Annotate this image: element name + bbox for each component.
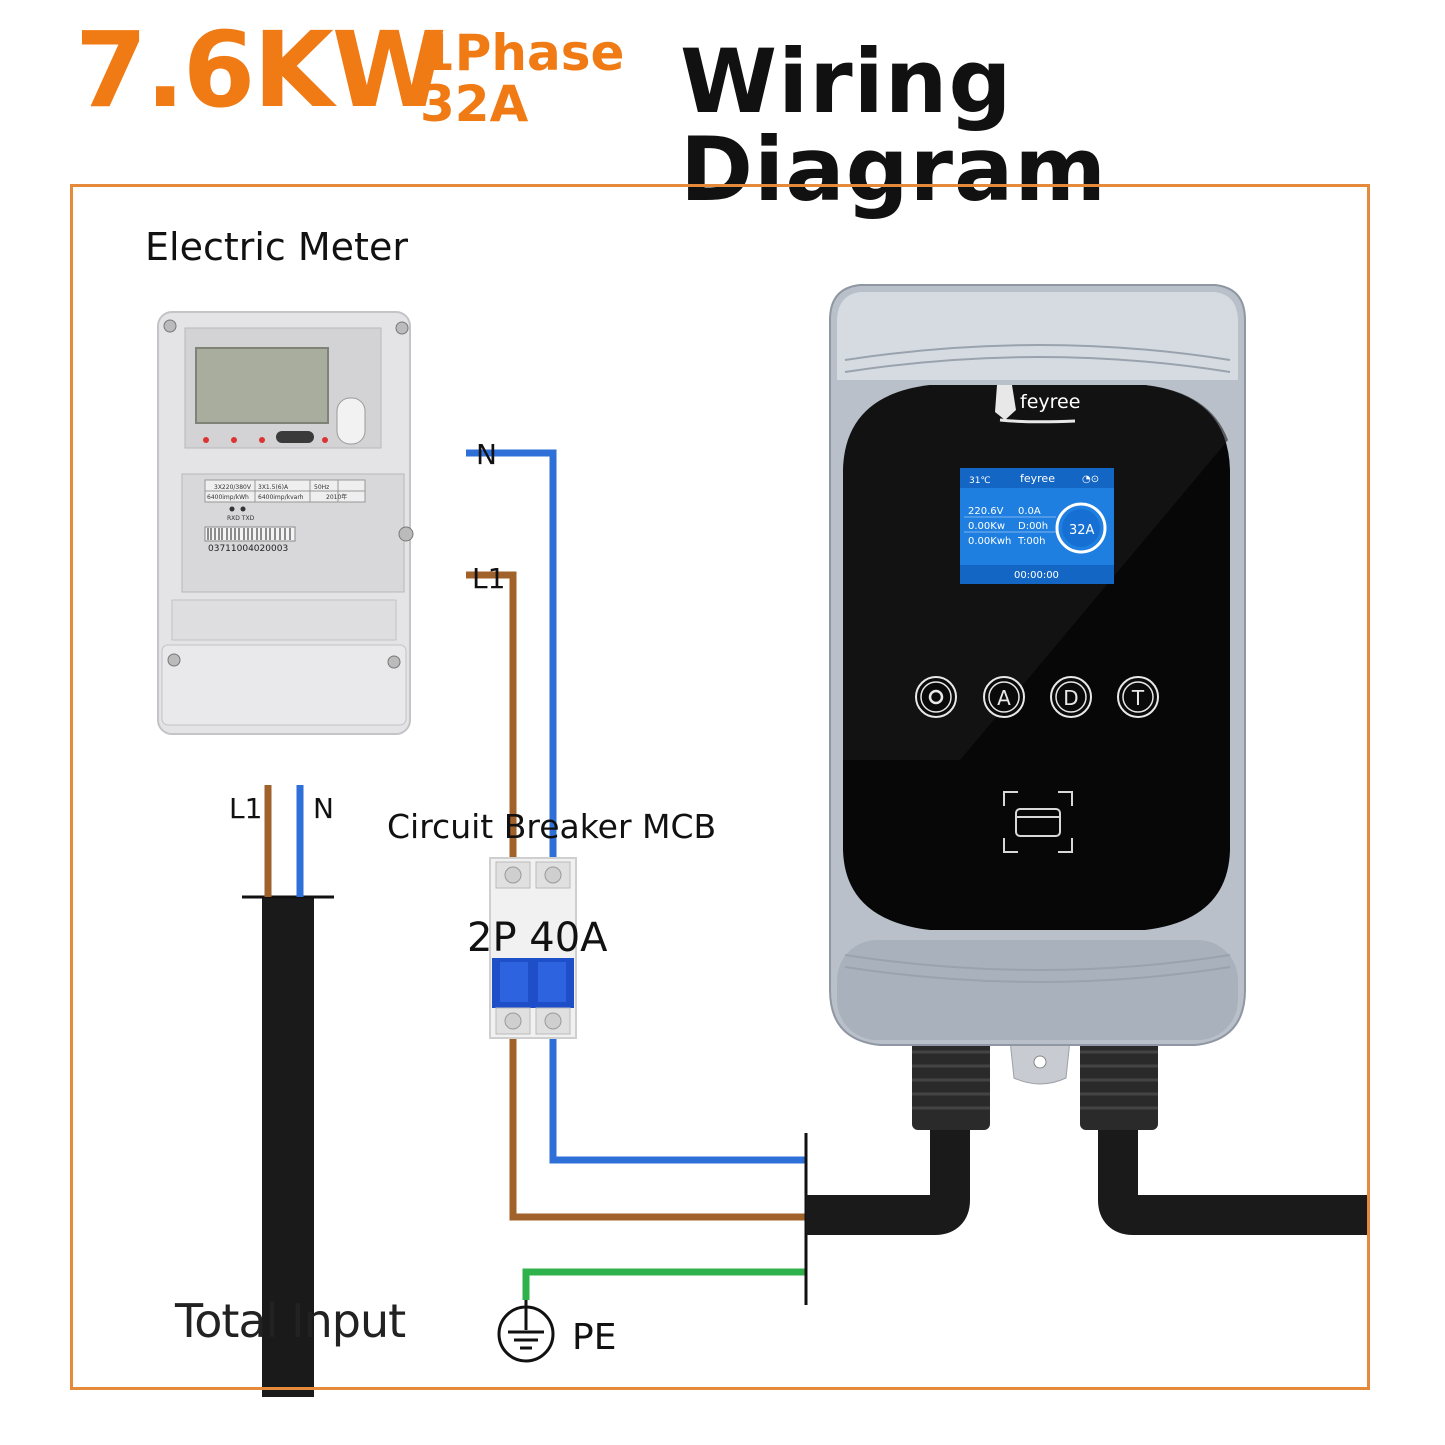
page-title: Wiring Diagram [680,30,1108,221]
phase-label: 1Phase [420,24,625,82]
current-label: 32A [420,75,529,133]
meter-spec-voltage: 3X220/380V [214,484,252,491]
meter-serial: 03711004020003 [208,544,288,554]
phase-current: 1Phase 32A [420,28,624,130]
breaker-rating: 2P 40A [467,915,608,961]
meter-spec-year: 2010年 [326,493,347,501]
meter-spec-current: 3X1.5(6)A [258,484,289,491]
breaker-label: Circuit Breaker MCB [387,807,717,846]
rfid-card-icon [1003,791,1073,853]
neutral-wire-out [549,1035,806,1164]
ev-charger: feyree 31℃ feyree ◔⊙ 220.6V 0.0A 0.00Kw … [829,284,1246,1046]
neutral-label-bottom: N [313,792,334,825]
meter-spec-imp-kvarh: 6400imp/kvarh [258,494,304,501]
meter-lcd [195,347,329,424]
total-input-cable [262,897,314,1397]
electric-meter: 3X220/380V 3X1.5(6)A 50Hz 6400imp/kWh 64… [157,311,414,735]
charger-brand: feyree [1020,391,1080,413]
neutral-label-top: N [476,438,497,471]
ground-icon [497,1300,555,1363]
charger-output-cable [1098,1080,1370,1235]
meter-ports-label: RXD TXD [227,515,255,522]
screen-power: 0.00Kw [968,521,1005,532]
screen-amp: 32A [1069,523,1095,538]
meter-scroll-button [336,397,366,445]
live-wire-out [509,1035,806,1221]
total-input-label: Total Input [175,1294,406,1348]
amp-ring [1055,502,1107,554]
screen-voltage: 220.6V [968,506,1004,517]
neutral-wire-in [466,449,557,862]
screen-current: 0.0A [1018,506,1041,517]
button-a[interactable]: A [983,676,1025,718]
screen-temp: 31℃ [969,476,991,486]
charger-input-cable [806,1080,970,1235]
screen-duration: D:00h [1018,521,1048,532]
feyree-logo-icon [995,385,1076,424]
diagram-frame [70,184,1370,1390]
live-label-top: L1 [472,562,506,595]
power-button[interactable] [915,676,957,718]
electric-meter-label: Electric Meter [145,225,408,269]
button-d-label: D [1063,686,1078,710]
live-wire-in [466,571,517,862]
button-t[interactable]: T [1117,676,1159,718]
screen-clock: 00:00:00 [1014,570,1059,581]
wifi-icon: ◔⊙ [1082,474,1099,485]
live-label-bottom: L1 [229,792,263,825]
power-rating: 7.6KW [75,9,447,131]
circuit-breaker [489,857,577,1039]
screen-energy: 0.00Kwh [968,536,1011,547]
meter-spec-frequency: 50Hz [314,484,329,491]
button-a-label: A [997,686,1011,710]
button-d[interactable]: D [1050,676,1092,718]
screen-brand: feyree [1020,472,1055,485]
screen-timer: T:00h [1017,536,1045,547]
earth-wire [522,1268,806,1300]
meter-spec-imp-kwh: 6400imp/kWh [207,494,249,501]
pe-label: PE [572,1317,617,1358]
button-t-label: T [1131,686,1145,710]
